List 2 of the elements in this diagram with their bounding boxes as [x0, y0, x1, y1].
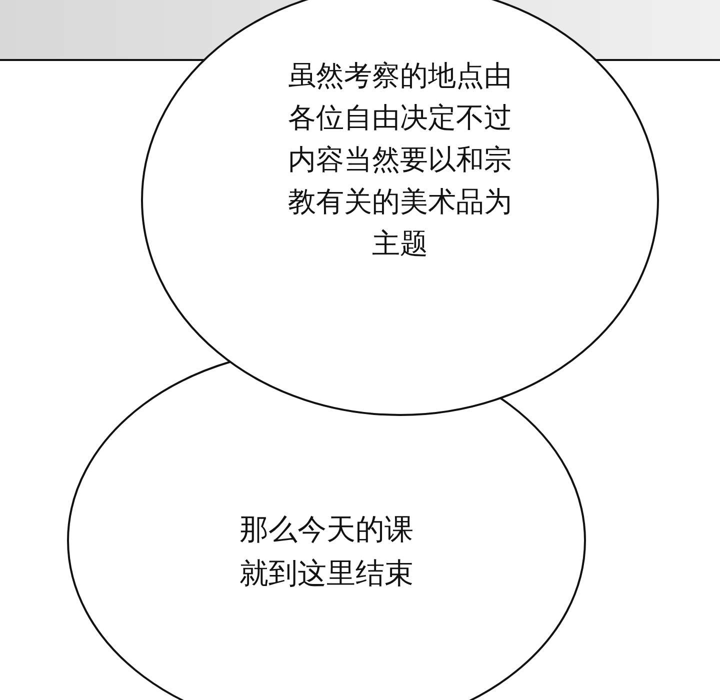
bubble-text: 虽然考察的地点由各位自由决定不过内容当然要以和宗教有关的美术品为主题 — [287, 58, 513, 262]
bubble-text: 那么今天的课就到这里结束 — [238, 511, 414, 592]
